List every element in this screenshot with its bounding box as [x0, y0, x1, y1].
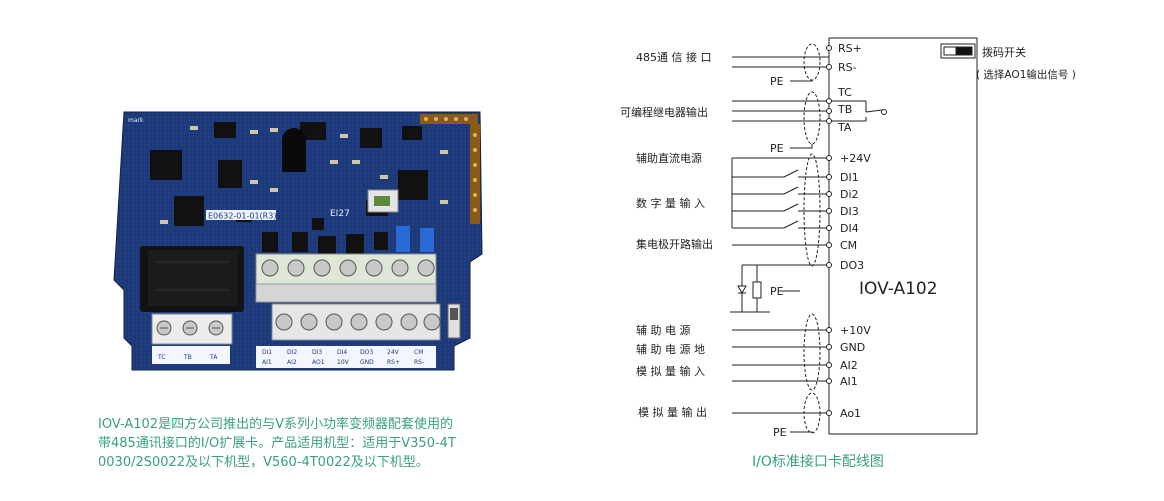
terminal-nodes — [826, 45, 887, 416]
product-description: IOV-A102是四方公司推出的与V系列小功率变频器配套使用的 带485通讯接口… — [98, 415, 548, 472]
terminal-block-upper — [255, 253, 437, 303]
pe-label: PE — [770, 285, 784, 298]
card-name: IOV-A102 — [859, 279, 938, 299]
pcb-code: E0632-01-01(R3) — [208, 212, 276, 221]
description-line: IOV-A102是四方公司推出的与V系列小功率变频器配套使用的 — [98, 417, 453, 432]
terminal-10v: +10V — [840, 324, 871, 337]
description-line: 带485通讯接口的I/O扩展卡。产品适用机型：适用于V350-4T — [98, 436, 456, 451]
terminal-gnd: GND — [840, 341, 865, 354]
label-24v: 24V — [387, 349, 400, 356]
label-rs485: 485通 信 接 口 — [636, 51, 712, 64]
label-rsm: RS- — [414, 359, 424, 366]
label-10v: 10V — [337, 359, 350, 366]
terminal-tc: TC — [837, 86, 852, 99]
terminal-24v: +24V — [840, 152, 871, 165]
label-tc: TC — [157, 354, 166, 361]
smd-parts — [160, 126, 448, 224]
label-di3: DI3 — [312, 349, 322, 356]
terminal-di4: DI4 — [840, 222, 859, 235]
description-line: 0030/2S0022及以下机型，V560-4T0022及以下机型。 — [98, 455, 429, 470]
label-aux-gnd: 辅 助 电 源 地 — [636, 342, 705, 356]
label-ai1: AI1 — [262, 359, 272, 366]
terminal-rs-plus: RS+ — [838, 42, 862, 55]
label-do3: DO3 — [360, 349, 373, 356]
chip-label: EI27 — [330, 209, 350, 219]
label-switch-a: A — [450, 359, 455, 366]
terminal-labels: TC TB TA DI1 DI2 DI3 DI4 DO3 24V CM AI1 … — [157, 349, 455, 366]
label-analog-in: 模 拟 量 输 入 — [636, 364, 705, 378]
label-switch-v: V — [450, 349, 455, 356]
transistor — [282, 128, 306, 172]
pe-label: PE — [770, 75, 784, 88]
label-cm: CM — [414, 349, 423, 356]
label-ta: TA — [209, 354, 218, 361]
label-digital-in: 数 字 量 输 入 — [636, 196, 705, 210]
terminal-ao1: Ao1 — [840, 407, 861, 420]
pe-label: PE — [770, 142, 784, 155]
pin-header — [420, 114, 480, 224]
terminal-block-relay — [151, 313, 233, 345]
terminal-ai2: AI2 — [840, 359, 858, 372]
label-tb: TB — [183, 354, 192, 361]
pe-label: PE — [773, 426, 787, 439]
label-di1: DI1 — [262, 349, 272, 356]
driver-row — [262, 226, 434, 254]
diagram-caption: I/O标准接口卡配线图 — [752, 454, 884, 470]
terminal-ta: TA — [837, 121, 852, 134]
label-aux-power: 辅 助 电 源 — [636, 323, 691, 337]
pcb-mark: mark — [128, 117, 144, 124]
label-analog-out: 模 拟 量 输 出 — [638, 405, 707, 419]
label-oc-out: 集电极开路输出 — [636, 237, 713, 251]
terminal-rs-minus: RS- — [838, 61, 857, 74]
power-relay — [140, 246, 244, 312]
switch-label: 拨码开关 — [982, 45, 1026, 59]
label-gnd: GND — [360, 359, 374, 366]
card-body — [828, 37, 978, 435]
label-relay-out: 可编程继电器输出 — [620, 105, 708, 119]
pin-row — [424, 117, 477, 212]
label-rsp: RS+ — [387, 359, 400, 366]
card-photo: E0632-01-01(R3) mark EI27 — [113, 111, 483, 371]
wiring-diagram: RS+ RS- TC TB TA +24V DI1 Di2 DI3 DI4 CM… — [620, 37, 1076, 439]
terminal-ai1: AI1 — [840, 375, 858, 388]
label-di2: DI2 — [287, 349, 297, 356]
label-ai2: AI2 — [287, 359, 297, 366]
switch-note: ( 选择AO1输出信号 ) — [976, 68, 1076, 81]
terminal-cm: CM — [840, 239, 857, 252]
label-aux-dc: 辅助直流电源 — [636, 151, 702, 165]
terminal-tb: TB — [837, 103, 852, 116]
terminal-di2: Di2 — [840, 188, 859, 201]
terminal-di3: DI3 — [840, 205, 859, 218]
dip-switch-box — [940, 43, 976, 59]
terminal-di1: DI1 — [840, 171, 859, 184]
label-di4: DI4 — [337, 349, 347, 356]
terminal-do3: DO3 — [840, 259, 864, 272]
label-ao1: AO1 — [312, 359, 325, 366]
terminal-block-lower — [271, 303, 441, 341]
